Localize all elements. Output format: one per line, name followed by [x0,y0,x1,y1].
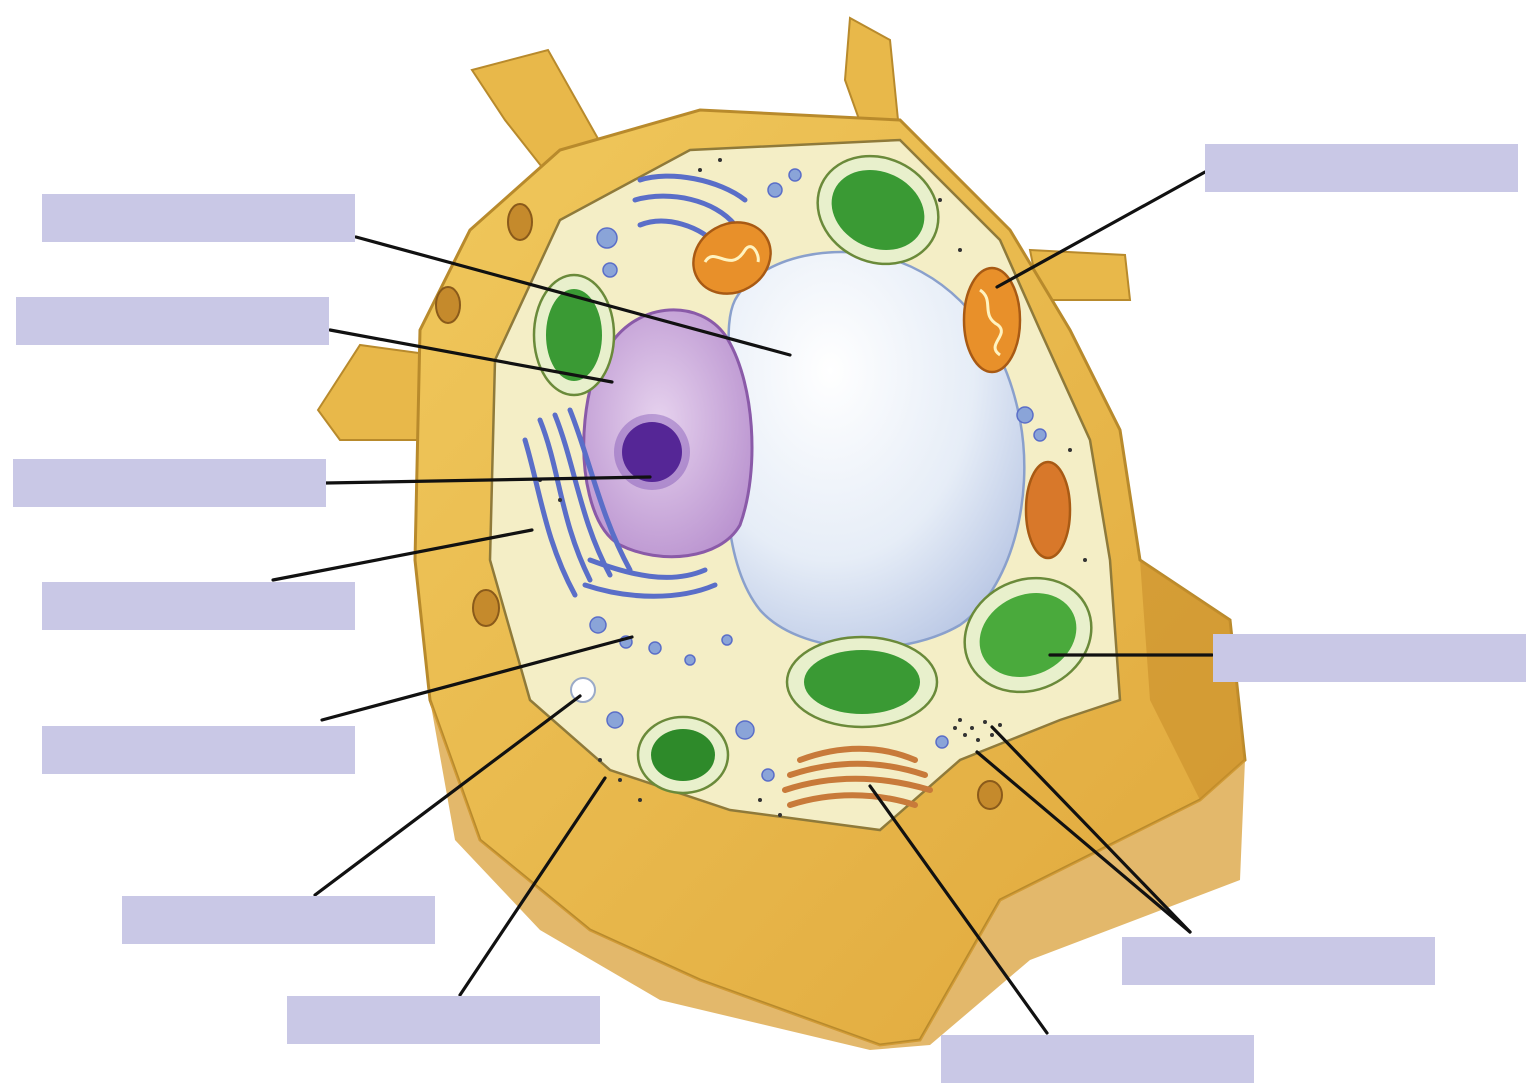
label-box-rough-er[interactable] [42,582,355,630]
label-box-mitochondrion[interactable] [1205,144,1518,192]
label-box-central-vacuole[interactable] [42,194,355,242]
label-box-cell-membrane[interactable] [287,996,600,1044]
label-box-chloroplast[interactable] [1213,634,1526,682]
label-box-golgi-apparatus[interactable] [941,1035,1254,1083]
label-box-nucleolus[interactable] [13,459,326,507]
label-box-ribosomes[interactable] [1122,937,1435,985]
label-box-nuclear-envelope[interactable] [16,297,329,345]
label-box-vesicle[interactable] [122,896,435,944]
label-box-smooth-er[interactable] [42,726,355,774]
mitochondrion [1026,462,1070,558]
